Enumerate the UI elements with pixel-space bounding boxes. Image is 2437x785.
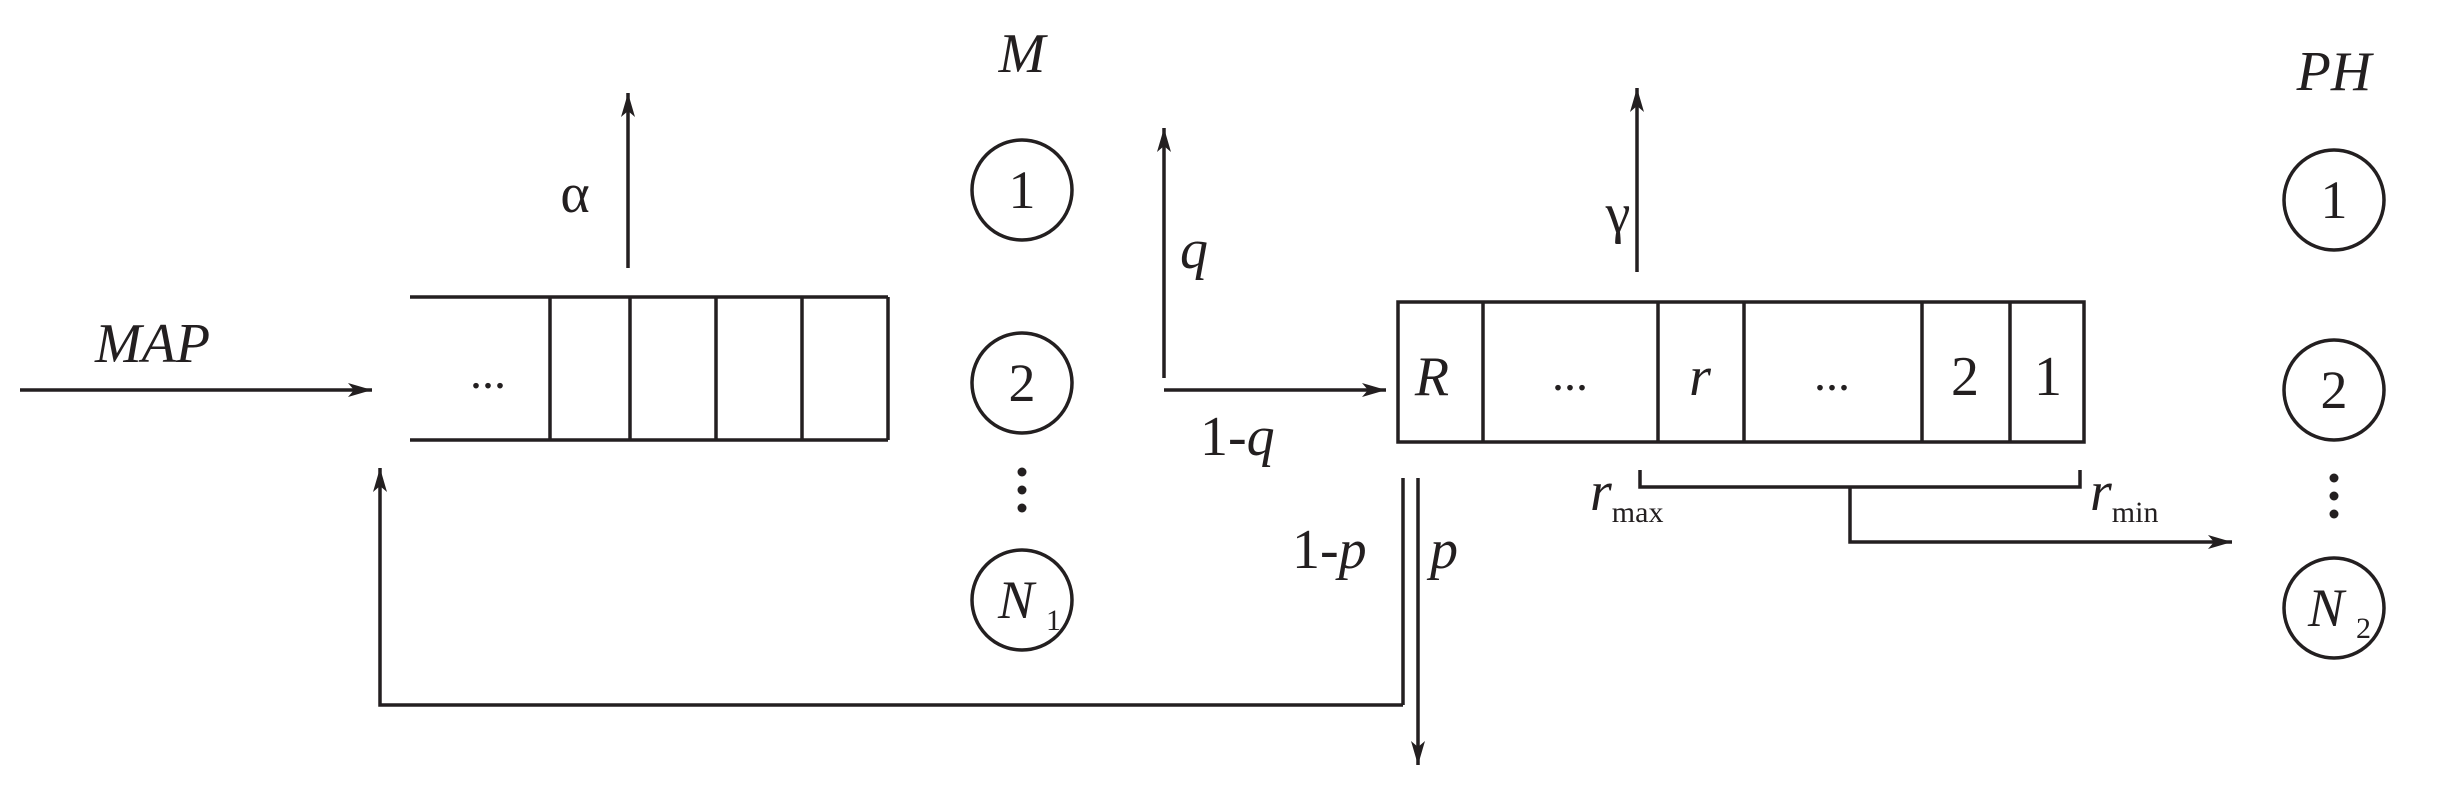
svg-text:1: 1 [2321,170,2348,230]
gamma-label: γ [1605,183,1631,245]
station-ph-server-n2: N 2 [2282,556,2386,660]
orbit-queue [410,295,890,442]
station-m-server-2: 2 [970,331,1074,435]
svg-text:N: N [2307,578,2347,638]
buffer-cell-2: 2 [1951,346,1979,408]
service-range-bracket [1638,470,2082,489]
svg-text:2: 2 [2321,360,2348,420]
station-ph-server-2: 2 [2282,338,2386,442]
station-m-dots [1017,467,1027,513]
station-ph-title: PH [2296,41,2374,103]
svg-text:2: 2 [2356,612,2371,645]
buffer-cell-r-max: R [1414,346,1449,408]
r-min-label: rmin [2090,461,2158,529]
service-range-arrow [1848,487,2232,549]
station-ph-dots [2329,473,2339,519]
station-ph-server-1: 1 [2282,148,2386,252]
station-m-title: M [998,23,1049,85]
buffer-cell-r: r [1689,346,1711,408]
alpha-label: α [560,163,589,225]
orbit-ellipsis: ... [470,346,506,399]
svg-text:N: N [997,570,1037,630]
buffer-cell-ellipsis-2: ... [1814,348,1850,401]
p-label: p [1426,519,1458,581]
buffer-cell-1: 1 [2034,346,2062,408]
svg-text:2: 2 [1009,353,1036,413]
buffer-queue [1396,300,2086,444]
q-label: q [1180,219,1208,281]
retrial-feedback-arrow [373,468,1403,707]
station-m-server-n1: N 1 [970,548,1074,652]
svg-text:1: 1 [1046,604,1061,637]
svg-text:1: 1 [1009,160,1036,220]
one-minus-p-label: 1-p [1292,519,1367,581]
map-label: MAP [94,313,210,375]
one-minus-q-label: 1-q [1200,406,1275,468]
station-m-server-1: 1 [970,138,1074,242]
buffer-cell-ellipsis-1: ... [1552,348,1588,401]
r-max-label: rmax [1590,461,1663,529]
